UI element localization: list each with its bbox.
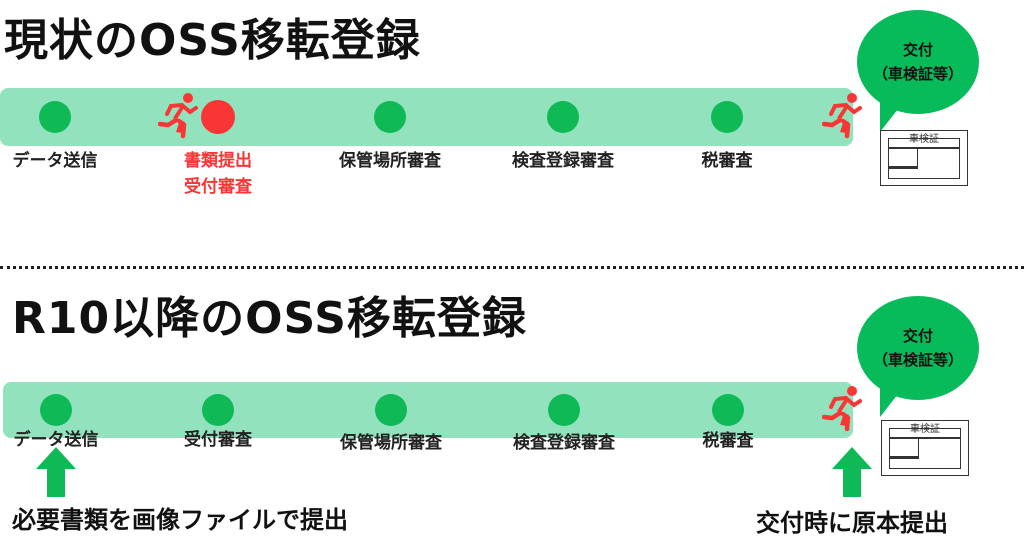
step-dot — [547, 101, 579, 133]
step-dot — [711, 101, 743, 133]
future-title: R10以降のOSS移転登録 — [12, 293, 527, 344]
runner-icon — [822, 385, 866, 433]
step-label: データ送信 — [12, 151, 98, 171]
step-label: 受付審査 — [184, 430, 252, 450]
step-label: 保管場所審査 — [339, 151, 441, 171]
delivery-bubble: 交付 （車検証等） — [857, 296, 979, 400]
step-dot — [548, 394, 580, 426]
bubble-line2: （車検証等） — [872, 65, 963, 83]
certificate-label: 車検証 — [889, 425, 961, 438]
vehicle-certificate-icon: 車検証 — [880, 130, 968, 186]
current-position-dot — [201, 100, 235, 134]
delivery-bubble: 交付 （車検証等） — [857, 10, 979, 114]
up-arrow-icon — [832, 447, 872, 497]
future-process-bar — [3, 382, 853, 438]
step-label: 税審査 — [702, 431, 754, 451]
up-arrow-icon — [36, 447, 76, 497]
step-label-line1: 書類提出 — [184, 151, 252, 171]
step-dot — [202, 394, 234, 426]
step-label: 検査登録審査 — [513, 433, 615, 453]
bubble-line1: 交付 — [902, 327, 933, 345]
note-original-submission: 交付時に原本提出 — [756, 509, 948, 537]
step-label: データ送信 — [13, 430, 99, 450]
step-dot — [375, 394, 407, 426]
step-dot — [712, 394, 744, 426]
step-label: 保管場所審査 — [340, 433, 442, 453]
certificate-label: 車検証 — [888, 135, 960, 148]
runner-icon — [158, 92, 202, 140]
step-label: 検査登録審査 — [512, 151, 614, 171]
step-label: 税審査 — [701, 151, 753, 171]
step-dot — [39, 101, 71, 133]
section-divider — [0, 266, 1024, 269]
step-label-highlight: 書類提出受付審査 — [184, 148, 252, 200]
step-dot — [374, 101, 406, 133]
step-dot — [40, 394, 72, 426]
note-image-submission: 必要書類を画像ファイルで提出 — [12, 506, 348, 534]
runner-icon — [822, 92, 866, 140]
current-process-bar — [0, 88, 853, 146]
bubble-line1: 交付 — [902, 41, 933, 59]
step-label-line2: 受付審査 — [184, 177, 252, 197]
current-title: 現状のOSS移転登録 — [4, 15, 421, 66]
bubble-line2: （車検証等） — [872, 351, 963, 369]
vehicle-certificate-icon: 車検証 — [881, 420, 969, 476]
